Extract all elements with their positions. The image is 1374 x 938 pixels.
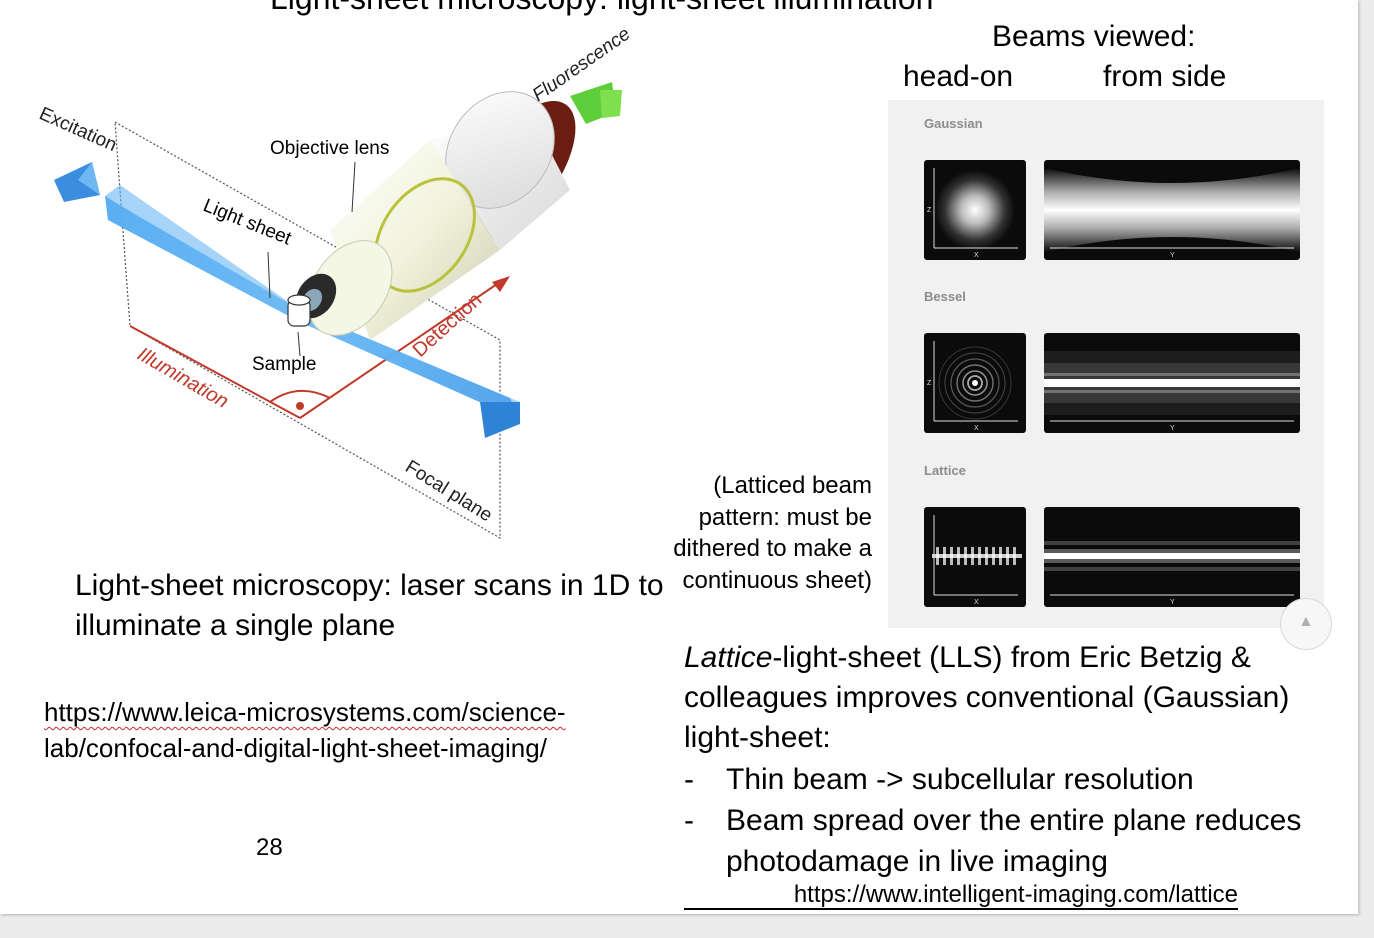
svg-text:X: X [974, 252, 979, 259]
lattice-note: (Latticed beam pattern: must be dithered… [673, 472, 872, 594]
bessel-label: Bessel [924, 289, 966, 304]
svg-text:Z: Z [927, 207, 932, 214]
bullet-item: - Thin beam -> subcellular resolution [684, 759, 1344, 800]
focal-plane-label: Focal plane [401, 456, 495, 526]
right-angle-dot [296, 402, 304, 410]
fluorescence-cone-icon [570, 82, 622, 124]
lls-italic-word: Lattice [684, 641, 773, 674]
svg-text:Y: Y [1170, 252, 1175, 259]
sample-label: Sample [252, 354, 316, 375]
leica-url-line1[interactable]: https://www.leica-microsystems.com/scien… [44, 697, 566, 727]
bullet-dash: - [684, 804, 694, 837]
light-sheet-diagram: Objective lens Light sheet Sample Excita… [36, 23, 634, 540]
light-sheet-beam-front [105, 185, 520, 420]
lattice-head-on-image: X [924, 507, 1026, 607]
beams-panel: Gaussian Bessel Lattice Z X [888, 100, 1324, 628]
lls-description-text: -light-sheet (LLS) from Eric Betzig & co… [684, 641, 1290, 754]
objective-lens-icon [295, 91, 576, 340]
leica-url-line2[interactable]: lab/confocal-and-digital-light-sheet-ima… [44, 733, 547, 763]
beams-header-side: from side [1103, 60, 1227, 93]
light-sheet-caption: Light-sheet microscopy: laser scans in 1… [75, 569, 664, 642]
svg-text:X: X [974, 425, 979, 432]
sample-icon [287, 294, 311, 327]
excitation-label: Excitation [36, 103, 120, 156]
detection-axis [299, 281, 501, 419]
chevron-up-icon: ▲ [1298, 613, 1314, 630]
light-sheet-beam-edge [480, 402, 520, 438]
intelligent-imaging-url[interactable]: https://www.intelligent-imaging.com/latt… [684, 880, 1238, 910]
slide: Light-sheet microscopy: light-sheet illu… [0, 0, 1358, 914]
gaussian-side-image: Y [1044, 160, 1300, 260]
bullet-item: - Beam spread over the entire plane redu… [684, 800, 1344, 882]
bullet-dash: - [684, 763, 694, 796]
svg-text:X: X [974, 599, 979, 606]
svg-text:Z: Z [927, 380, 932, 387]
bessel-side-image: Y [1044, 333, 1300, 433]
light-sheet-label: Light sheet [200, 195, 295, 250]
excitation-cone-icon [54, 162, 100, 202]
lattice-label: Lattice [924, 463, 966, 478]
focal-plane-outline [114, 120, 501, 540]
illumination-axis [129, 325, 301, 419]
svg-text:Y: Y [1170, 425, 1175, 432]
right-angle-marker [269, 389, 331, 403]
bullet-text: Thin beam -> subcellular resolution [726, 763, 1194, 796]
scroll-to-top-button[interactable]: ▲ [1280, 598, 1332, 650]
lls-description: Lattice-light-sheet (LLS) from Eric Betz… [684, 638, 1344, 758]
svg-text:Y: Y [1170, 599, 1175, 606]
beams-header-head-on: head-on [903, 60, 1014, 93]
beams-header-title: Beams viewed: [992, 20, 1196, 53]
lattice-side-image: Y [1044, 507, 1300, 607]
page-number: 28 [256, 834, 283, 861]
gaussian-head-on-image: Z X [924, 160, 1026, 260]
gaussian-label: Gaussian [924, 116, 983, 131]
leica-url[interactable]: https://www.leica-microsystems.com/scien… [44, 694, 664, 766]
bessel-head-on-image: Z X [924, 333, 1026, 433]
slide-title-clipped: Light-sheet microscopy: light-sheet illu… [270, 0, 933, 17]
objective-lens-label: Objective lens [270, 138, 389, 159]
detection-arrowhead [492, 276, 510, 292]
bullet-text: Beam spread over the entire plane reduce… [726, 804, 1302, 878]
